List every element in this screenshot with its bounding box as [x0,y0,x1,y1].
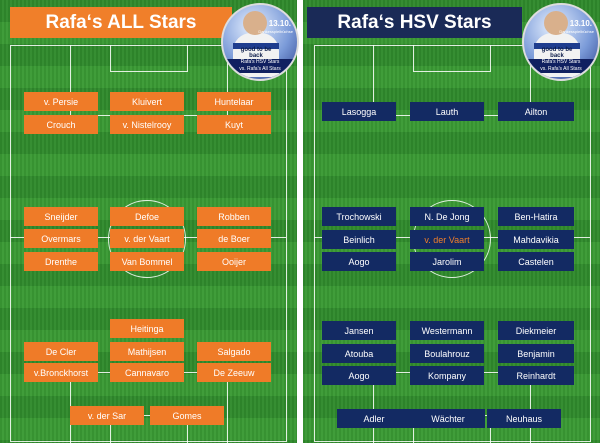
player-card[interactable]: Jansen [322,321,396,340]
player-card[interactable]: v. Nistelrooy [110,115,184,134]
player-card[interactable]: Aogo [322,366,396,385]
badge-slogan: good to be back [240,47,272,59]
player-card[interactable]: Van Bommel [110,252,184,271]
right-badge-logo: 13.10. Dankesspielbüchse good to be back… [522,3,600,81]
player-card[interactable]: Cannavaro [110,363,184,382]
player-card[interactable]: Neuhaus [487,409,561,428]
player-card[interactable]: Drenthe [24,252,98,271]
player-card[interactable]: Trochowski [322,207,396,226]
player-card[interactable]: Huntelaar [197,92,271,111]
player-card[interactable]: Salgado [197,342,271,361]
player-card[interactable]: Beinlich [322,230,396,249]
player-card[interactable]: Overmars [24,229,98,248]
player-card-highlighted[interactable]: v. der Vaart [410,230,484,249]
player-card[interactable]: Crouch [24,115,98,134]
player-card[interactable]: Ben-Hatira [498,207,574,226]
player-card[interactable]: Aogo [322,252,396,271]
player-card[interactable]: v. der Vaart [110,229,184,248]
touchline [314,45,591,442]
player-card[interactable]: Gomes [150,406,224,425]
player-card[interactable]: Diekmeier [498,321,574,340]
player-card[interactable]: Robben [197,207,271,226]
top-goal-box [413,45,491,72]
player-card[interactable]: Westermann [410,321,484,340]
player-card[interactable]: Sneijder [24,207,98,226]
right-title: Rafa‘s HSV Stars [307,7,522,38]
left-badge-logo: 13.10. Dankesspielbüchse good to be back… [221,3,299,81]
bottom-goal-box [110,415,188,443]
center-circle [108,200,186,278]
player-card[interactable]: N. De Jong [410,207,484,226]
badge-slogan: good to be back [541,47,573,59]
player-card[interactable]: Defoe [110,207,184,226]
player-card[interactable]: Castelen [498,252,574,271]
player-card[interactable]: Benjamin [498,344,574,363]
player-card[interactable]: Atouba [322,344,396,363]
player-card[interactable]: Reinhardt [498,366,574,385]
touchline [10,45,287,442]
player-card[interactable]: Kuyt [197,115,271,134]
badge-subtitle: Dankesspielbüchse [258,29,293,34]
player-card[interactable]: Lasogga [322,102,396,121]
badge-date: 13.10. [268,19,291,28]
player-card[interactable]: de Boer [197,229,271,248]
player-card[interactable]: Adler [337,409,411,428]
player-card[interactable]: v. der Sar [70,406,144,425]
player-card[interactable]: Mahdavikia [498,230,574,249]
player-card[interactable]: Ailton [498,102,574,121]
player-card[interactable]: Boulahrouz [410,344,484,363]
player-card[interactable]: Lauth [410,102,484,121]
badge-date: 13.10. [569,19,592,28]
player-card[interactable]: Jarolim [410,252,484,271]
badge-subtitle: Dankesspielbüchse [559,29,594,34]
player-card[interactable]: Heitinga [110,319,184,338]
player-card[interactable]: Ooijer [197,252,271,271]
player-card[interactable]: Wächter [411,409,485,428]
player-card[interactable]: Kompany [410,366,484,385]
player-card[interactable]: v. Persie [24,92,98,111]
player-card[interactable]: v.Bronckhorst [24,363,98,382]
left-title: Rafa‘s ALL Stars [10,7,232,38]
top-goal-box [110,45,188,72]
player-card[interactable]: Mathijsen [110,342,184,361]
player-card[interactable]: De Zeeuw [197,363,271,382]
player-card[interactable]: Kluivert [110,92,184,111]
player-card[interactable]: De Cler [24,342,98,361]
